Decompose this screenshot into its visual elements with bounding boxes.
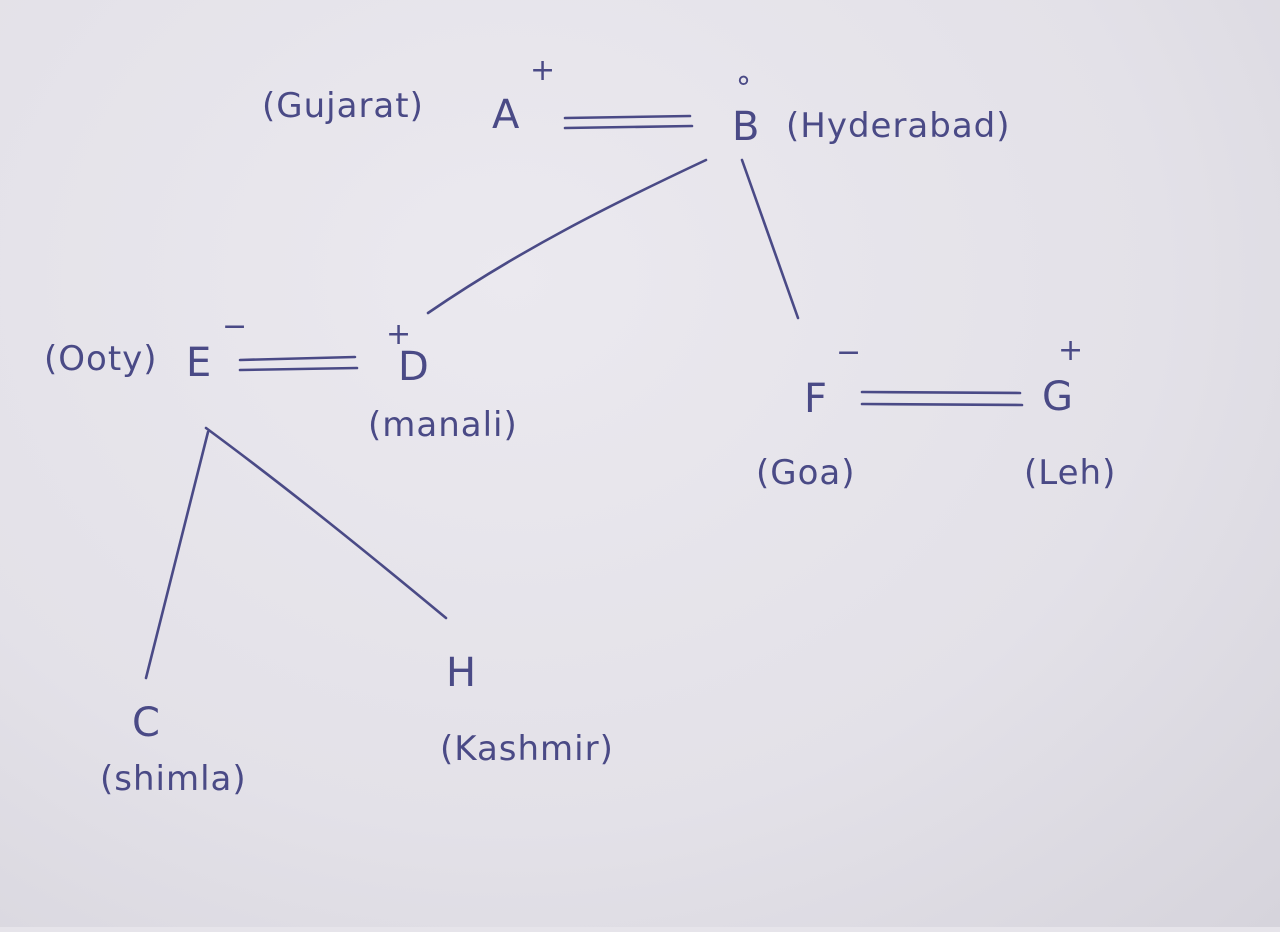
- edge-e-d-double: [238, 355, 359, 372]
- node-d: + D (manali): [368, 317, 518, 445]
- node-g-label: (Leh): [1024, 453, 1116, 493]
- node-e-letter: E: [186, 340, 211, 386]
- edge-b-f: [740, 158, 800, 320]
- node-d-charge: +: [386, 317, 411, 352]
- node-d-label: (manali): [368, 405, 518, 445]
- node-e: (Ooty) E −: [44, 309, 247, 386]
- node-g-letter: G: [1042, 374, 1073, 420]
- edge-b-d: [426, 158, 708, 315]
- node-c: C (shimla): [100, 700, 247, 799]
- edge-a-b-double: [563, 114, 694, 130]
- node-c-label: (shimla): [100, 759, 247, 799]
- node-f-label: (Goa): [756, 453, 856, 493]
- node-e-label: (Ooty): [44, 339, 158, 379]
- node-a: (Gujarat) A +: [262, 53, 555, 138]
- edge-e-c: [144, 430, 210, 680]
- edge-e-h: [204, 426, 448, 620]
- node-h-letter: H: [446, 650, 476, 696]
- node-f-charge: −: [836, 335, 861, 370]
- node-b-label: (Hyderabad): [786, 106, 1011, 146]
- node-b-charge: °: [736, 71, 751, 106]
- node-a-letter: A: [492, 92, 520, 138]
- node-h: H (Kashmir): [440, 650, 614, 769]
- node-f-letter: F: [804, 376, 827, 422]
- node-a-label: (Gujarat): [262, 86, 424, 126]
- node-b: ° B (Hyderabad): [732, 71, 1011, 150]
- edge-f-g-double: [860, 390, 1024, 407]
- node-c-letter: C: [132, 700, 160, 746]
- node-d-letter: D: [398, 344, 429, 390]
- node-g: + G (Leh): [1024, 333, 1116, 493]
- node-a-charge: +: [530, 53, 555, 88]
- node-f: − F (Goa): [756, 335, 861, 493]
- node-e-charge: −: [222, 309, 247, 344]
- node-h-label: (Kashmir): [440, 729, 614, 769]
- node-g-charge: +: [1058, 333, 1083, 368]
- node-b-letter: B: [732, 104, 759, 150]
